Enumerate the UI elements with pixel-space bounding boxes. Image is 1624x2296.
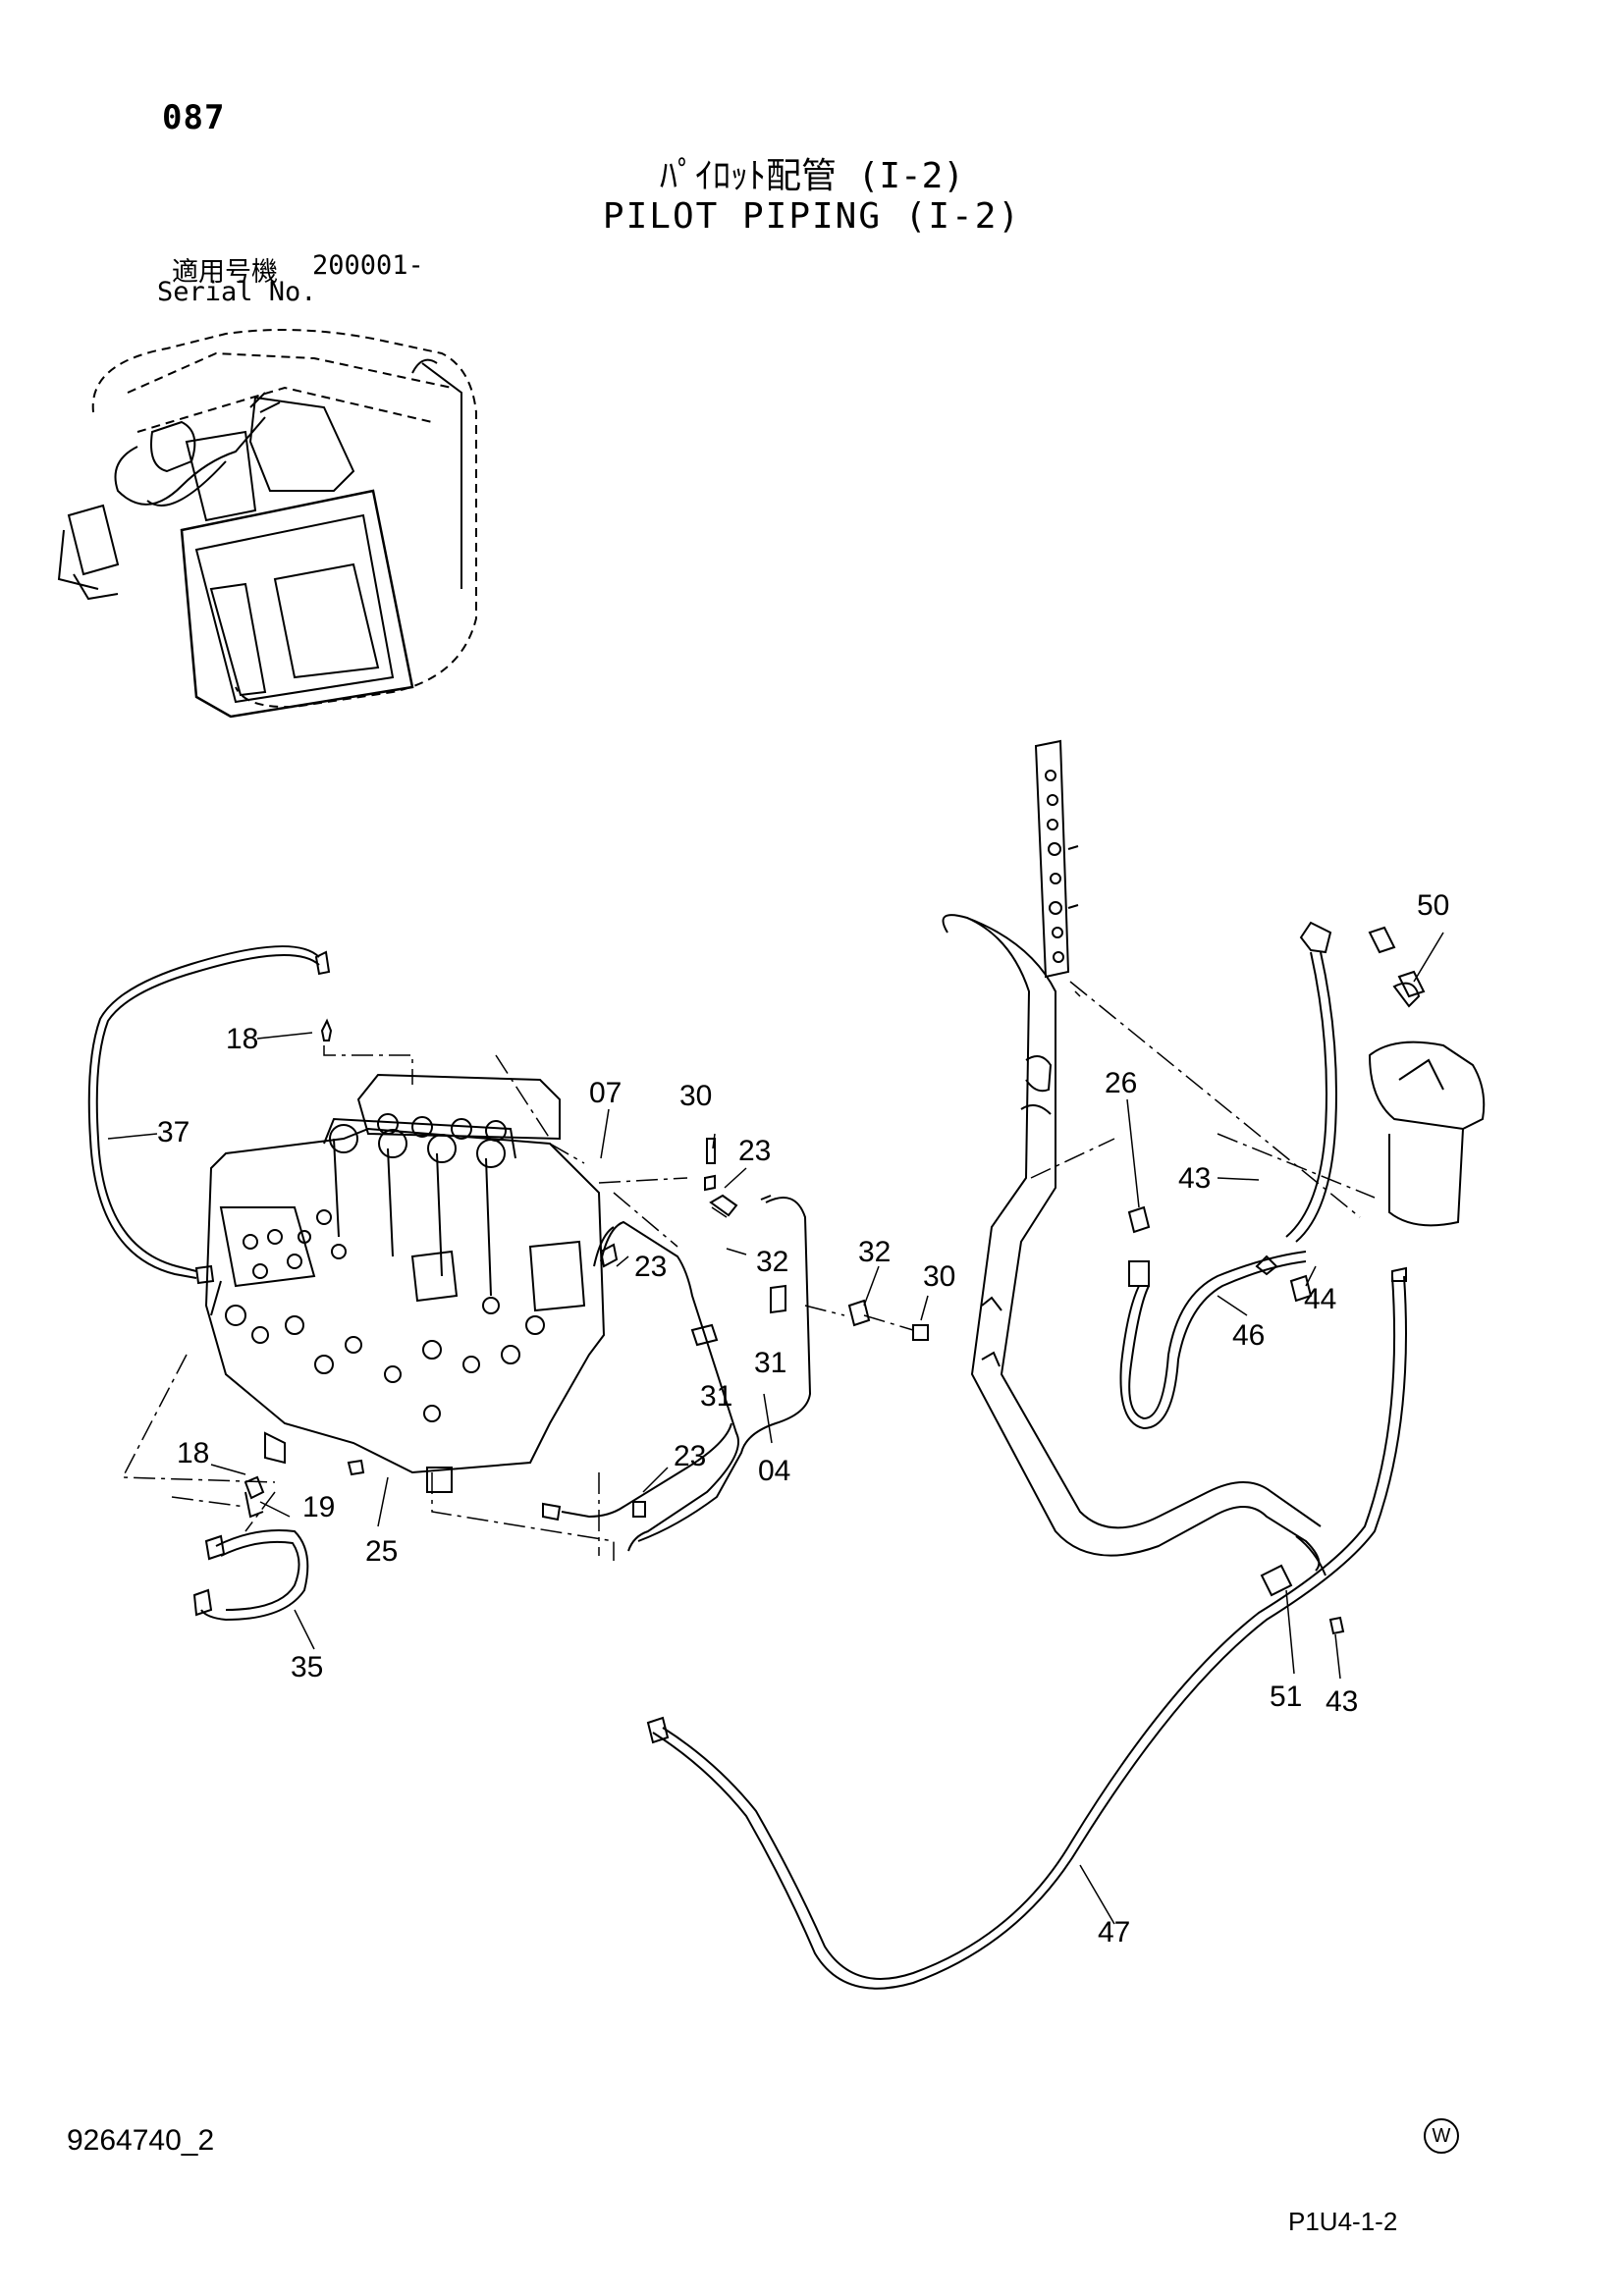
callout-44: 44 <box>1304 1283 1336 1315</box>
page-code: P1U4-1-2 <box>1288 2207 1398 2236</box>
fitting-18-top <box>320 1018 333 1041</box>
callout-23: 23 <box>674 1440 706 1472</box>
callout-18: 18 <box>177 1437 209 1469</box>
callout-18: 18 <box>226 1023 258 1055</box>
document-id: 9264740_2 <box>67 2124 215 2157</box>
serial-label-japanese: 適用号機 <box>172 257 278 288</box>
page-number: 087 <box>162 98 226 137</box>
callout-32: 32 <box>858 1236 891 1268</box>
pipe-04 <box>542 1195 812 1542</box>
callout-04: 04 <box>758 1455 790 1487</box>
callout-43: 43 <box>1326 1685 1358 1718</box>
hose-35 <box>192 1529 309 1622</box>
callout-31: 31 <box>700 1380 732 1413</box>
callout-23: 23 <box>634 1251 667 1283</box>
pipe-07 <box>593 1220 739 1552</box>
small-fittings <box>244 926 1426 1635</box>
hose-47 <box>646 1266 1407 1990</box>
leader-lines <box>107 932 1444 1925</box>
pilot-filter-assembly <box>1285 921 1486 1243</box>
callout-25: 25 <box>365 1535 398 1568</box>
callout-07: 07 <box>589 1077 622 1109</box>
mounting-plate <box>1034 739 1079 979</box>
callout-30: 30 <box>923 1260 955 1293</box>
callout-19: 19 <box>302 1491 335 1523</box>
callout-43: 43 <box>1178 1162 1211 1195</box>
title-english: PILOT PIPING (I-2) <box>602 196 1022 237</box>
hose-37 <box>87 945 331 1285</box>
support-frame <box>942 914 1361 1576</box>
control-valve-block <box>204 1073 606 1493</box>
callout-labels: 18 37 07 30 23 23 32 32 30 31 31 26 43 4… <box>157 889 1449 1949</box>
watermark-circle: W <box>1424 2118 1459 2154</box>
callout-26: 26 <box>1105 1067 1137 1099</box>
assembly-lines <box>121 1045 1376 1561</box>
callout-51: 51 <box>1270 1681 1302 1713</box>
callout-32: 32 <box>756 1246 788 1278</box>
cab-overview-illustration <box>57 329 477 719</box>
callout-30: 30 <box>679 1080 712 1112</box>
callout-46: 46 <box>1232 1319 1265 1352</box>
callout-23: 23 <box>738 1135 771 1167</box>
callout-37: 37 <box>157 1116 189 1148</box>
callout-31: 31 <box>754 1347 786 1379</box>
callout-50: 50 <box>1417 889 1449 922</box>
callout-47: 47 <box>1098 1916 1130 1949</box>
callout-35: 35 <box>291 1651 323 1683</box>
serial-label-english: Serial No. <box>157 277 317 307</box>
title-japanese: ﾊﾟｲﾛｯﾄ配管 (I-2) <box>659 156 965 196</box>
serial-range: 200001- <box>312 250 424 281</box>
hose-46 <box>1119 1251 1307 1430</box>
